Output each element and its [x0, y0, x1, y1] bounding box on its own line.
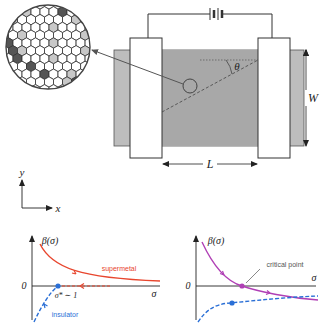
curve-label: supermetal — [101, 265, 138, 272]
curve-label: critical point — [266, 261, 305, 268]
sample-channel — [162, 50, 258, 146]
critical-point — [239, 283, 244, 288]
fixed-point — [55, 283, 60, 288]
axis-label: x — [56, 203, 61, 214]
fixed-point — [229, 300, 234, 305]
axis-label: σ — [312, 273, 317, 283]
insulator-curve — [198, 296, 318, 322]
battery-symbol — [213, 10, 216, 18]
sample-spot — [183, 79, 197, 93]
axis-arrow — [22, 208, 52, 209]
axis-label: σ — [152, 289, 157, 299]
grain — [40, 85, 49, 95]
leader-line — [92, 50, 183, 84]
electrode — [130, 38, 162, 158]
grain — [22, 85, 31, 95]
reference-line — [200, 60, 258, 61]
axis-label: β(σ) — [208, 236, 225, 246]
axis-label: y — [20, 167, 25, 178]
plot-axis — [32, 286, 160, 287]
flow-arrow — [266, 291, 270, 295]
plot-axis — [196, 236, 197, 320]
battery-symbol — [221, 10, 224, 18]
axis-label: β(σ) — [42, 236, 59, 246]
dimension-arrow — [217, 164, 257, 165]
separatrix — [62, 285, 112, 286]
flow-arrow — [72, 271, 76, 275]
curve-label: insulator — [51, 311, 79, 318]
leader-line — [246, 269, 260, 283]
supermetal-curve — [40, 244, 160, 281]
axis-arrow — [22, 180, 23, 208]
battery-symbol — [210, 8, 211, 20]
axis-label: 0 — [22, 281, 27, 291]
dimension-label: W — [308, 92, 318, 104]
plot-axis — [196, 286, 316, 287]
grain — [76, 7, 85, 17]
plot-axis — [32, 236, 33, 320]
direction-line — [162, 60, 258, 112]
magnified-view — [6, 5, 90, 89]
dimension-arrow — [306, 50, 307, 90]
dimension-arrow — [163, 164, 203, 165]
flow-arrow — [80, 284, 84, 289]
flow-arrow — [220, 271, 224, 275]
grain-texture — [0, 0, 99, 95]
dimension-label: L — [207, 158, 214, 170]
grain — [49, 85, 58, 95]
flow-arrow — [44, 304, 48, 308]
angle-arc — [226, 60, 232, 74]
grain — [4, 69, 13, 79]
grain — [90, 30, 99, 40]
electrode — [258, 38, 290, 158]
axis-label: 0 — [186, 281, 191, 291]
critical-curve — [202, 242, 318, 300]
dimension-arrow — [306, 106, 307, 146]
battery-symbol — [218, 8, 219, 20]
angle-label: θ — [234, 61, 239, 72]
annotation: σ* ∼ 1 — [55, 292, 78, 300]
